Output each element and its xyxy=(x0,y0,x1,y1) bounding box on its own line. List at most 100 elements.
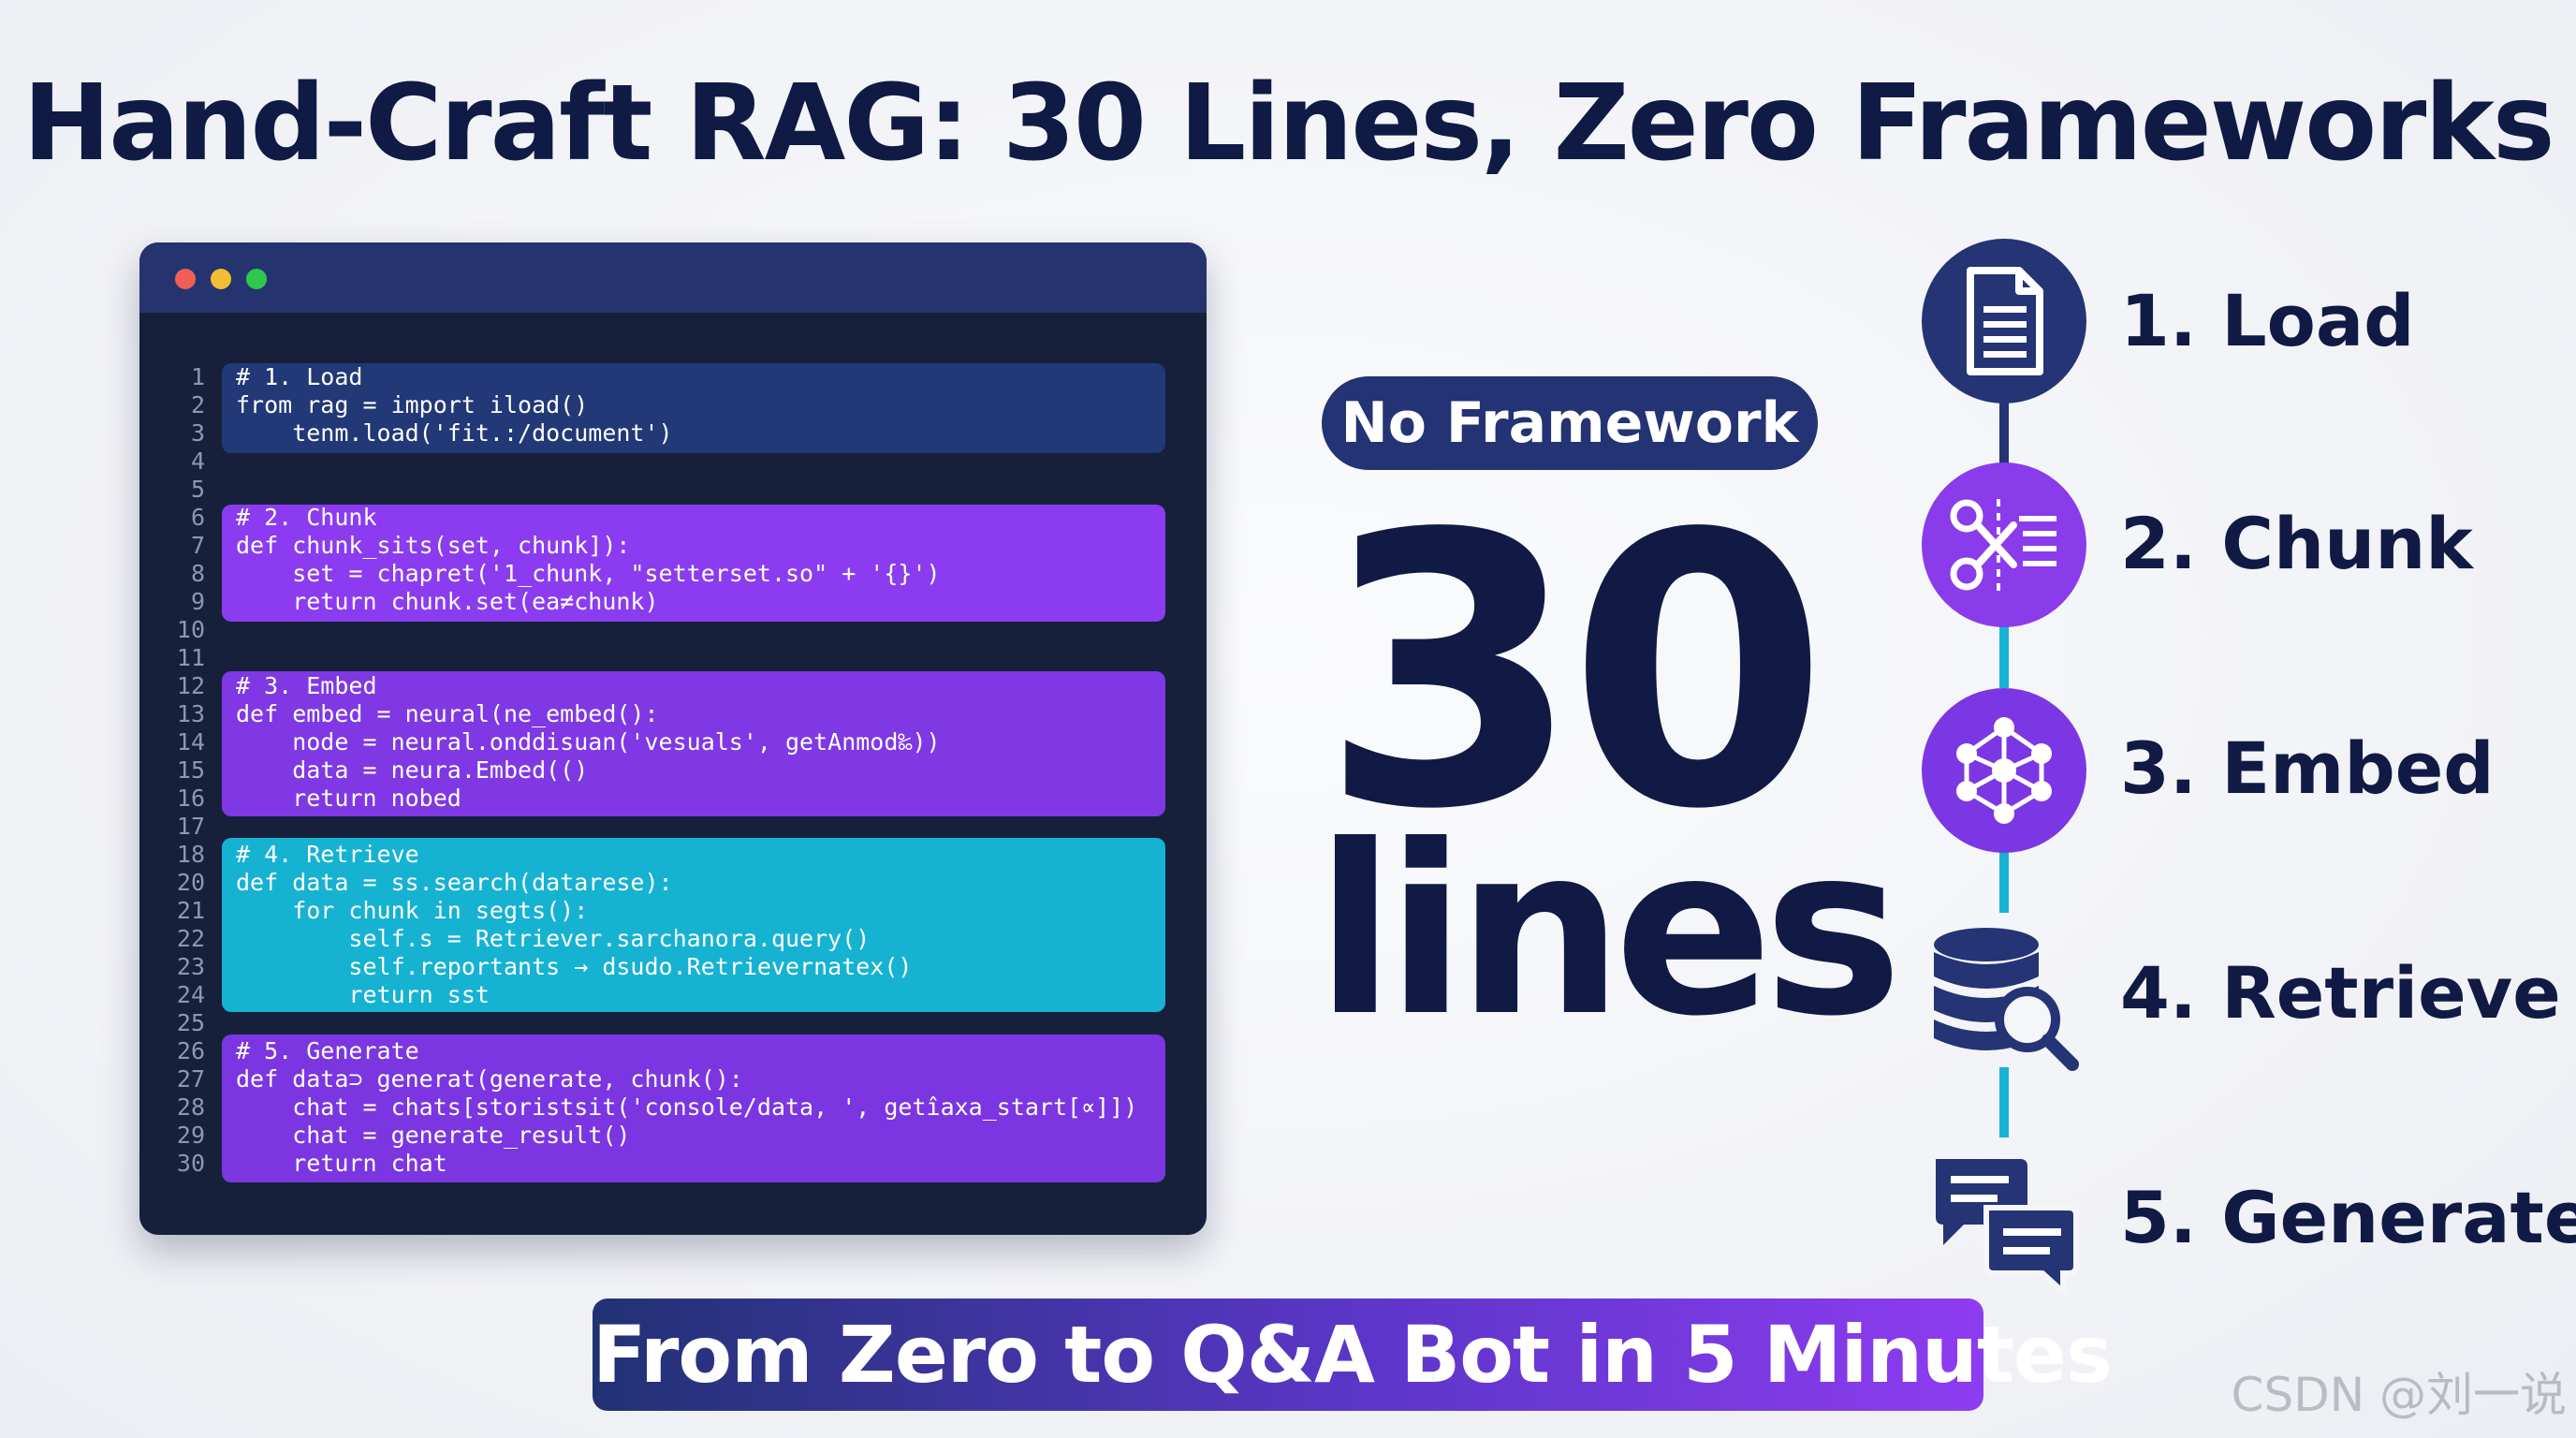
step-connector xyxy=(1999,847,2009,913)
code-text: def embed = neural(ne_embed(): xyxy=(236,700,659,727)
step-connector xyxy=(1999,393,2009,468)
code-text: # 4. Retrieve xyxy=(236,841,419,868)
step-generate-icon-wrap xyxy=(1921,1137,2089,1306)
code-text: for chunk in segts(): xyxy=(236,897,589,924)
code-line: 26# 5. Generate xyxy=(139,1037,1207,1065)
code-text: # 1. Load xyxy=(236,363,363,390)
line-number: 12 xyxy=(176,672,205,699)
step-label-retrieve: 4. Retrieve xyxy=(2120,951,2561,1034)
code-line: 17 xyxy=(139,813,1207,841)
big-word: lines xyxy=(1315,795,1903,1067)
line-number: 11 xyxy=(176,644,205,671)
code-line: 15 data = neura.Embed(() xyxy=(139,756,1207,785)
line-number: 14 xyxy=(176,728,205,756)
line-number: 10 xyxy=(176,616,205,643)
code-text: return chunk.set(ea≠chunk) xyxy=(236,588,659,615)
code-text: chat = generate_result() xyxy=(236,1122,631,1149)
line-number: 17 xyxy=(176,813,205,840)
code-line: 28 chat = chats[storistsit('console/data… xyxy=(139,1093,1207,1122)
line-number: 29 xyxy=(176,1122,205,1149)
no-framework-badge: No Framework xyxy=(1322,376,1818,470)
step-label-generate: 5. Generate xyxy=(2120,1176,2576,1259)
line-number: 30 xyxy=(176,1150,205,1177)
code-line: 12# 3. Embed xyxy=(139,672,1207,700)
step-connector xyxy=(1999,1067,2009,1137)
line-number: 26 xyxy=(176,1037,205,1064)
line-number: 22 xyxy=(176,925,205,952)
line-number: 16 xyxy=(176,785,205,812)
code-text: self.s = Retriever.sarchanora.query() xyxy=(236,925,871,952)
code-text: # 2. Chunk xyxy=(236,504,377,531)
code-text: self.reportants → dsudo.Retrievernatex() xyxy=(236,953,913,980)
code-line: 13 def embed = neural(ne_embed(): xyxy=(139,700,1207,728)
code-line: 25 xyxy=(139,1009,1207,1037)
line-number: 20 xyxy=(176,869,205,896)
code-line: 11 xyxy=(139,644,1207,672)
line-number: 13 xyxy=(176,700,205,727)
code-line: 1 # 1. Load xyxy=(139,363,1207,391)
generate-code-block xyxy=(222,1034,1165,1182)
code-text: from rag = import iload() xyxy=(236,391,589,418)
code-line: 30 return chat xyxy=(139,1150,1207,1178)
code-line: 4 xyxy=(139,448,1207,476)
step-connector xyxy=(1999,623,2009,688)
code-text: data = neura.Embed(() xyxy=(236,756,589,784)
minimize-dot-icon[interactable] xyxy=(211,269,231,289)
step-label-chunk: 2. Chunk xyxy=(2120,502,2473,585)
code-line: 7 def chunk_sits(set, chunk]): xyxy=(139,532,1207,560)
code-line: 22 self.s = Retriever.sarchanora.query() xyxy=(139,925,1207,953)
line-number: 23 xyxy=(176,953,205,980)
line-number: 25 xyxy=(176,1009,205,1036)
code-line: 9 return chunk.set(ea≠chunk) xyxy=(139,588,1207,616)
step-chunk-circle xyxy=(1922,462,2086,627)
close-dot-icon[interactable] xyxy=(175,269,196,289)
line-number: 5 xyxy=(190,476,205,503)
code-line: 5 xyxy=(139,476,1207,504)
code-line: 10 xyxy=(139,616,1207,644)
maximize-dot-icon[interactable] xyxy=(246,269,267,289)
document-icon xyxy=(1967,267,2043,375)
watermark: CSDN @刘一说 xyxy=(2231,1368,2567,1422)
code-line: 29 chat = generate_result() xyxy=(139,1122,1207,1150)
line-number: 28 xyxy=(176,1093,205,1121)
network-icon xyxy=(1956,717,2052,824)
page-title: Hand-Craft RAG: 30 Lines, Zero Framework… xyxy=(22,63,2554,184)
code-line: 20 def data = ss.search(datarese): xyxy=(139,869,1207,897)
step-load-circle xyxy=(1922,239,2086,404)
code-text: set = chapret('1_chunk, "setterset.so" +… xyxy=(236,560,941,587)
chat-bubbles-icon xyxy=(1936,1159,2079,1292)
code-text: return nobed xyxy=(236,785,461,812)
scissors-icon xyxy=(1950,499,2056,591)
line-number: 7 xyxy=(190,532,205,559)
chunk-code-block xyxy=(222,505,1165,622)
line-number: 8 xyxy=(190,560,205,587)
code-line: 18# 4. Retrieve xyxy=(139,841,1207,869)
code-text: def chunk_sits(set, chunk]): xyxy=(236,532,631,559)
line-number: 9 xyxy=(190,588,205,615)
window-titlebar xyxy=(139,242,1207,313)
step-retrieve-icon-wrap xyxy=(1921,913,2089,1081)
code-line: 23 self.reportants → dsudo.Retrievernate… xyxy=(139,953,1207,981)
line-number: 1 xyxy=(190,363,205,390)
code-text: def data⊃ generat(generate, chunk(): xyxy=(236,1065,743,1093)
embed-code-block xyxy=(222,671,1165,816)
bottom-banner: From Zero to Q&A Bot in 5 Minutes xyxy=(593,1299,2113,1411)
code-line: 14 node = neural.onddisuan('vesuals', ge… xyxy=(139,728,1207,756)
step-label-load: 1. Load xyxy=(2120,279,2415,362)
code-text: def data = ss.search(datarese): xyxy=(236,869,673,896)
code-line: 24 return sst xyxy=(139,981,1207,1009)
retrieve-code-block xyxy=(222,838,1165,1012)
line-number: 24 xyxy=(176,981,205,1008)
code-text: tenm.load('fit.:/document') xyxy=(236,419,673,447)
code-text: node = neural.onddisuan('vesuals', getAn… xyxy=(236,728,941,756)
code-line: 3 tenm.load('fit.:/document') xyxy=(139,419,1207,448)
code-text: chat = chats[storistsit('console/data, '… xyxy=(236,1093,1138,1121)
code-text: return chat xyxy=(236,1150,447,1177)
code-text: return sst xyxy=(236,981,490,1008)
line-number: 3 xyxy=(190,419,205,447)
big-number: 30 xyxy=(1320,456,1829,891)
